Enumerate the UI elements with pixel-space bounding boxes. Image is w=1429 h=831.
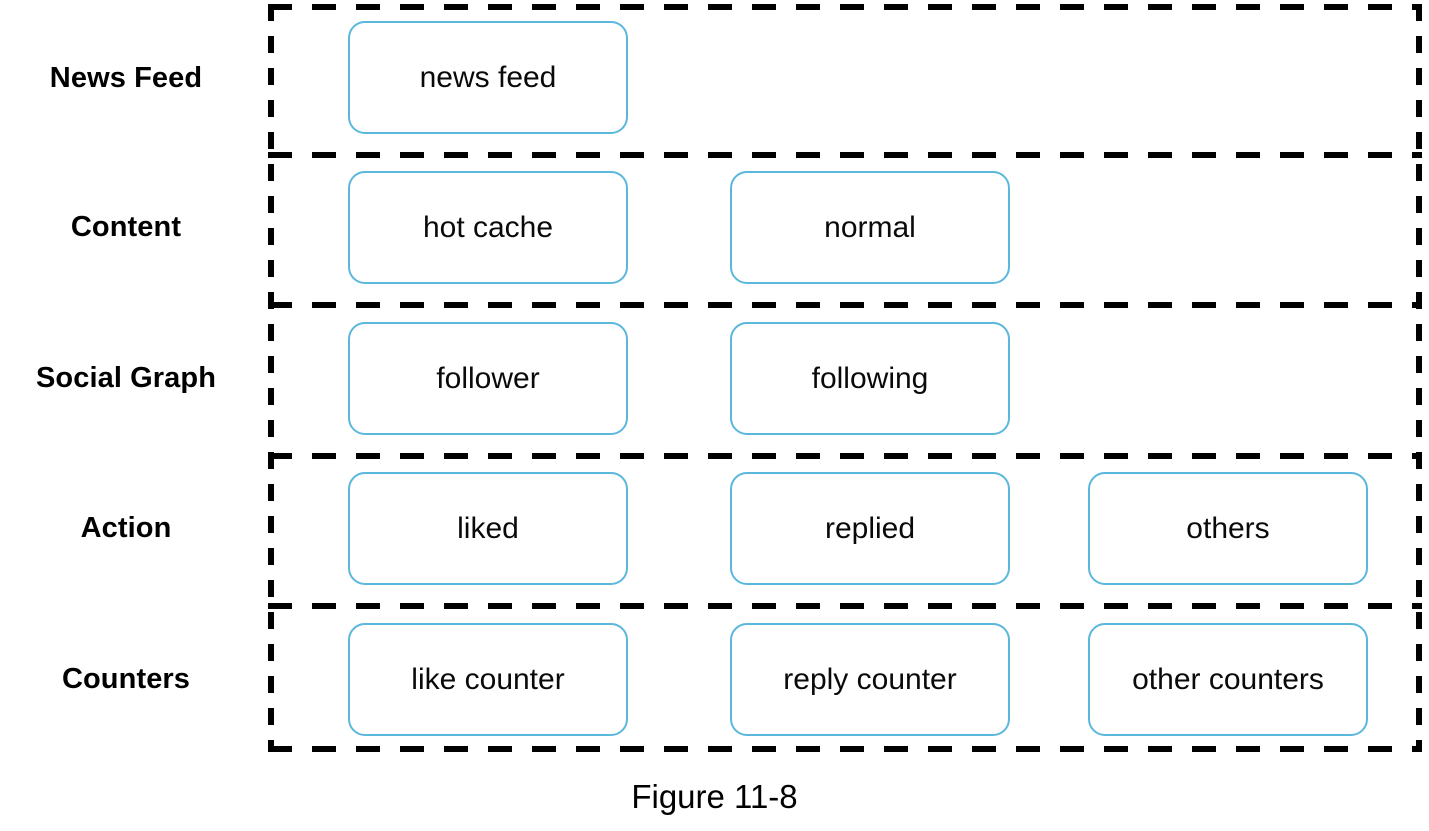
node-label: others (1186, 511, 1270, 545)
row-separator-4 (268, 603, 1422, 609)
row-label-social-graph: Social Graph (35, 362, 217, 394)
node-label: hot cache (422, 210, 554, 244)
node-label: reply counter (783, 662, 957, 696)
node-label: replied (824, 511, 916, 545)
row-label-news-feed: News Feed (49, 62, 203, 94)
dashed-frame (268, 4, 1422, 752)
frame-left-edge (268, 4, 274, 752)
node-hot-cache[interactable]: hot cache (348, 171, 628, 284)
node-follower[interactable]: follower (348, 322, 628, 435)
node-normal[interactable]: normal (730, 171, 1010, 284)
row-label-action: Action (80, 512, 172, 544)
row-separator-3 (268, 453, 1422, 459)
node-label: other counters (1132, 662, 1324, 696)
row-separator-2 (268, 302, 1422, 308)
node-like-counter[interactable]: like counter (348, 623, 628, 736)
node-label: news feed (419, 60, 557, 94)
node-others[interactable]: others (1088, 472, 1368, 585)
node-news-feed[interactable]: news feed (348, 21, 628, 134)
node-replied[interactable]: replied (730, 472, 1010, 585)
figure-caption: Figure 11-8 (631, 778, 798, 815)
frame-right-edge (1416, 4, 1422, 752)
node-other-counters[interactable]: other counters (1088, 623, 1368, 736)
node-label: follower (436, 361, 540, 395)
node-liked[interactable]: liked (348, 472, 628, 585)
row-label-content: Content (70, 211, 182, 243)
node-label: liked (457, 511, 519, 545)
node-label: like counter (411, 662, 565, 696)
row-label-counters: Counters (61, 663, 191, 695)
node-label: following (811, 361, 929, 395)
node-reply-counter[interactable]: reply counter (730, 623, 1010, 736)
frame-top-edge (268, 4, 1422, 10)
node-following[interactable]: following (730, 322, 1010, 435)
frame-bottom-edge (268, 746, 1422, 752)
node-label: normal (824, 210, 916, 244)
row-separator-1 (268, 152, 1422, 158)
